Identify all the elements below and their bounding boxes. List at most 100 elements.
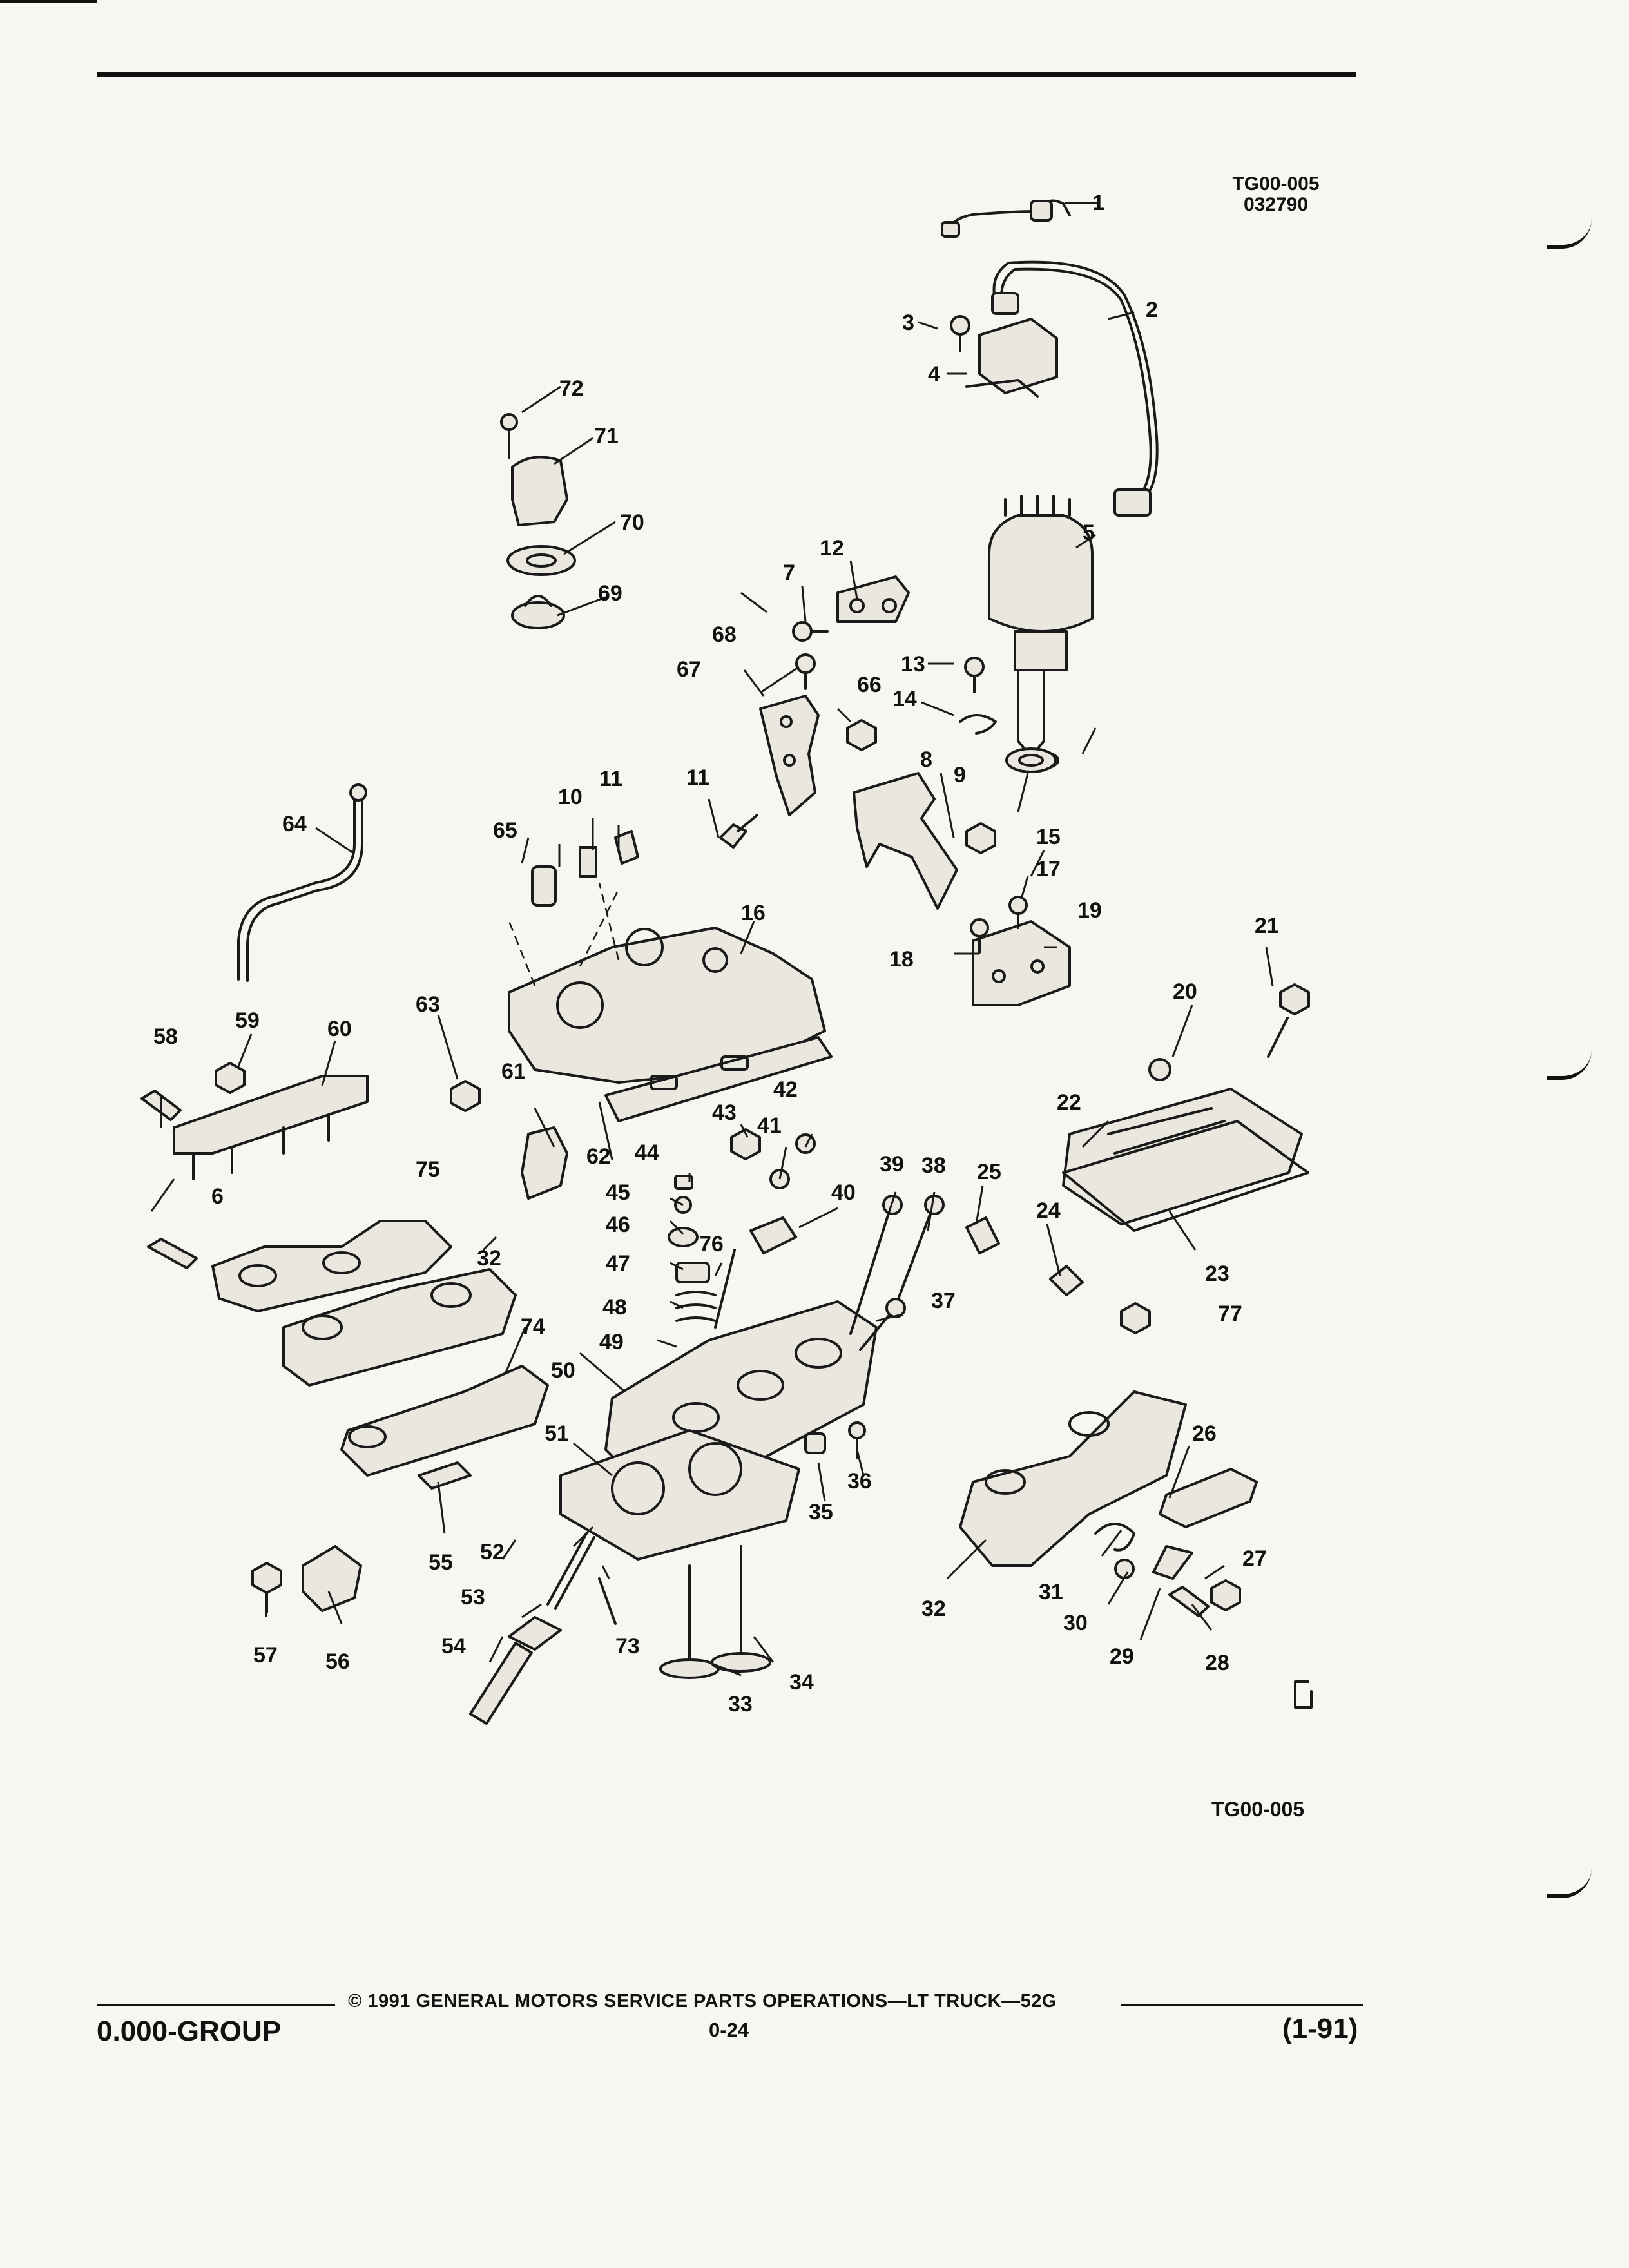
bracket-29-part — [1152, 1545, 1193, 1580]
callout-77: 77 — [1218, 1302, 1242, 1326]
callout-25: 25 — [977, 1160, 1001, 1184]
intake-gasket-62-part — [604, 1036, 833, 1122]
intake-manifold-part — [508, 882, 826, 1084]
valve-33-part — [659, 1564, 720, 1679]
callout-4: 4 — [928, 362, 940, 387]
publisher-mark-icon — [1294, 1680, 1313, 1709]
callout-11b: 11 — [686, 765, 709, 790]
callout-71: 71 — [594, 424, 619, 448]
sensor-10-part — [579, 846, 597, 878]
callout-16: 16 — [741, 901, 766, 925]
gasket-15-part — [1005, 747, 1057, 773]
tube-64-part — [237, 783, 367, 982]
exhaust-manifold-left-part — [282, 1268, 517, 1387]
callout-42: 42 — [773, 1077, 798, 1102]
callout-23: 23 — [1205, 1262, 1229, 1286]
callout-52: 52 — [480, 1540, 505, 1564]
nut-9-part — [965, 822, 996, 854]
rocker-arm-40-part — [749, 1216, 797, 1254]
footer-group: 0.000-GROUP — [97, 2015, 282, 2047]
callout-28: 28 — [1205, 1651, 1229, 1675]
callout-24: 24 — [1036, 1198, 1061, 1223]
callout-34: 34 — [789, 1670, 814, 1695]
callout-14: 14 — [892, 687, 917, 711]
ignition-coil-part — [950, 315, 1058, 398]
thermostat-69-part — [511, 595, 565, 629]
callout-17: 17 — [1036, 857, 1061, 881]
distributor-part — [988, 495, 1094, 771]
callout-32b: 32 — [921, 1597, 946, 1621]
bolt-13-part — [964, 657, 985, 693]
figure-code: TG00-005 — [1232, 173, 1320, 195]
valve-34-part — [711, 1545, 771, 1673]
callout-76: 76 — [699, 1232, 724, 1256]
nut-63-part — [450, 1080, 481, 1112]
callout-36: 36 — [847, 1469, 872, 1494]
seal-46-part — [668, 1227, 699, 1247]
stud-68-part — [795, 653, 816, 690]
callout-12: 12 — [820, 536, 844, 561]
callout-22: 22 — [1057, 1090, 1081, 1115]
edge-mark — [1547, 1869, 1592, 1898]
head-gasket-51-part — [559, 1429, 800, 1561]
callout-31: 31 — [1039, 1580, 1063, 1604]
callout-15: 15 — [1036, 825, 1061, 849]
stud-7-part — [792, 621, 829, 642]
callout-19: 19 — [1077, 898, 1102, 923]
bolt-11-center-part — [719, 814, 758, 849]
callout-26: 26 — [1192, 1421, 1217, 1446]
figure-ref-bottom: TG00-005 — [1211, 1798, 1305, 1821]
rod-52-part — [546, 1532, 595, 1610]
callout-1: 1 — [1092, 191, 1104, 215]
bracket-61-part — [521, 1126, 568, 1200]
pushrod-76-part — [714, 1249, 736, 1329]
callout-64: 64 — [282, 812, 307, 836]
callout-39: 39 — [880, 1152, 904, 1177]
bracket-8-part — [853, 772, 958, 910]
callout-45: 45 — [606, 1180, 630, 1205]
nut-43-part — [730, 1128, 761, 1160]
callout-75: 75 — [416, 1157, 440, 1182]
nut-66-part — [846, 719, 877, 751]
callout-37: 37 — [931, 1289, 956, 1313]
callout-63: 63 — [416, 992, 440, 1017]
valve-cover-22-part — [1062, 1088, 1303, 1225]
gasket-23-part — [1062, 1120, 1309, 1232]
date-code: 032790 — [1243, 194, 1309, 215]
grommet-20-part — [1148, 1058, 1171, 1081]
bolt-39-part — [849, 1195, 903, 1335]
exhaust-gasket-75-part — [211, 1220, 452, 1312]
header-rule — [97, 72, 1356, 77]
bracket-60-part — [173, 1075, 369, 1180]
bolt-6-part — [147, 1238, 198, 1269]
footer-rule-right — [1121, 2004, 1363, 2006]
clip-55-part — [418, 1461, 472, 1490]
heat-shield-26-part — [1159, 1468, 1258, 1528]
callout-49: 49 — [599, 1330, 624, 1354]
callout-3: 3 — [902, 311, 914, 335]
callout-53: 53 — [461, 1585, 485, 1610]
callout-20: 20 — [1173, 979, 1197, 1004]
callout-67: 67 — [677, 657, 701, 682]
callout-10: 10 — [558, 785, 583, 809]
callout-73: 73 — [615, 1634, 640, 1658]
callout-72: 72 — [559, 376, 584, 401]
callout-38: 38 — [921, 1153, 946, 1178]
valve-spring-48-part — [675, 1291, 717, 1322]
clamp-31-part — [1094, 1523, 1135, 1552]
callout-27: 27 — [1242, 1546, 1267, 1571]
clip-25-part — [965, 1216, 1000, 1254]
page-number: 0-24 — [709, 2019, 749, 2041]
edge-mark — [1547, 1050, 1592, 1080]
top-left-rule — [0, 0, 97, 3]
bolt-18-part — [970, 918, 989, 954]
clamp-14-part — [959, 714, 997, 735]
bolt-77-part — [1120, 1302, 1151, 1334]
callout-35: 35 — [809, 1500, 833, 1524]
callout-65: 65 — [493, 818, 517, 843]
callout-33: 33 — [728, 1692, 753, 1716]
callout-58: 58 — [153, 1024, 178, 1049]
bolt-17-part — [1008, 896, 1028, 929]
exhaust-manifold-74-part — [340, 1365, 549, 1477]
